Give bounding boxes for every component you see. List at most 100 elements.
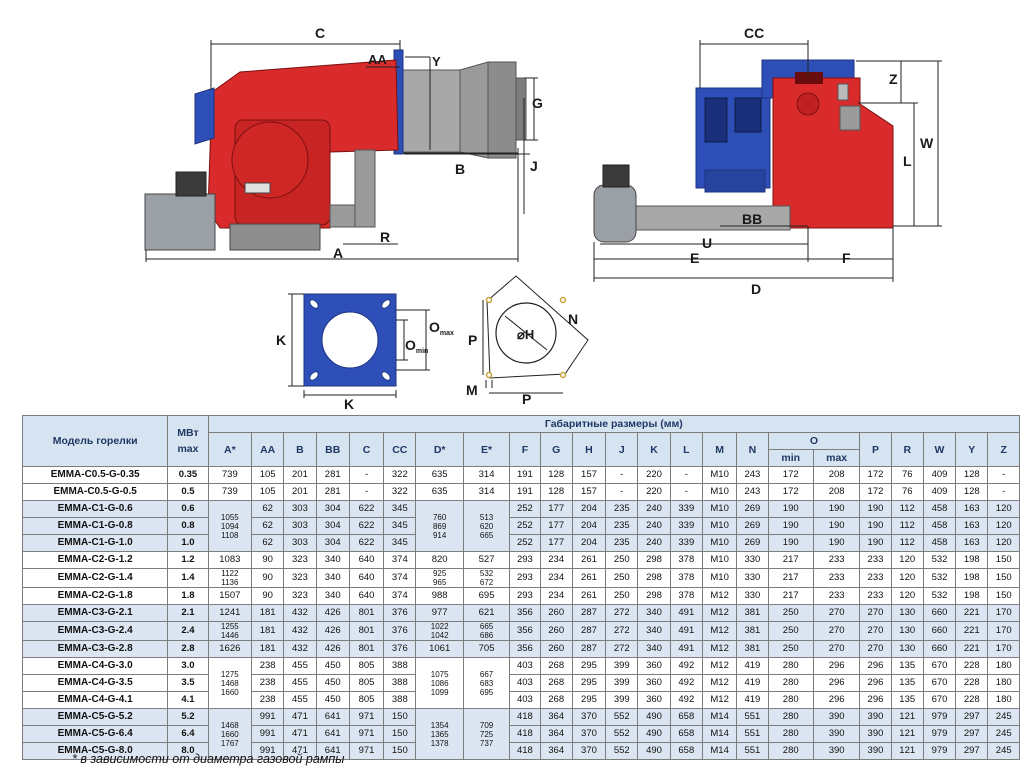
column-header: Y <box>955 432 989 467</box>
bolt-circle <box>495 302 557 364</box>
column-header: R <box>890 432 924 467</box>
table-cell: 471 <box>283 708 317 726</box>
table-cell: 204 <box>571 517 607 535</box>
dim-label-p-side: P <box>468 332 477 348</box>
table-cell: 322 <box>383 483 417 501</box>
table-cell: 172 <box>859 466 892 484</box>
table-cell: 450 <box>315 657 350 675</box>
table-cell: 281 <box>315 483 350 501</box>
table-cell: 90 <box>251 587 285 605</box>
table-cell: 330 <box>736 568 769 588</box>
table-cell: 112 <box>890 500 924 518</box>
table-cell: 181 <box>251 604 285 622</box>
table-cell: 552 <box>605 708 639 726</box>
dim-label-m: M <box>466 382 478 398</box>
table-cell: 150 <box>383 725 417 743</box>
table-cell: 261 <box>571 587 607 605</box>
dim-label-bb: BB <box>742 211 762 227</box>
column-header: P <box>859 432 892 467</box>
table-cell: 1.8 <box>167 587 209 605</box>
table-cell: - <box>987 466 1020 484</box>
table-cell: 234 <box>539 587 573 605</box>
table-cell: 280 <box>767 708 814 726</box>
dim-label-w: W <box>920 135 934 151</box>
table-cell: 304 <box>315 534 350 552</box>
dim-label-a: A <box>333 245 343 261</box>
table-cell: 240 <box>637 500 671 518</box>
burner-front-view: CC Z W L BB U E F D <box>593 25 942 297</box>
table-cell: 339 <box>669 517 703 535</box>
table-cell: 641 <box>315 742 350 760</box>
dim-label-f: F <box>842 250 851 266</box>
table-cell: 233 <box>859 568 892 588</box>
table-cell: 419 <box>736 674 769 692</box>
table-cell: EMMA-C1-G-0.6 <box>21 500 169 518</box>
table-cell: 418 <box>509 708 541 726</box>
column-header: D* <box>415 432 464 467</box>
table-cell: 805 <box>348 691 385 709</box>
table-cell: 455 <box>283 657 317 675</box>
table-cell: M14 <box>701 725 738 743</box>
table-cell: 245 <box>987 725 1020 743</box>
column-header: Z <box>987 432 1020 467</box>
o-max-header: max <box>812 449 861 467</box>
table-cell: 419 <box>736 657 769 675</box>
table-cell: 339 <box>669 500 703 518</box>
table-cell: 339 <box>669 534 703 552</box>
table-cell: 240 <box>637 517 671 535</box>
table-cell: 527 <box>462 551 511 569</box>
table-cell: 360 <box>637 691 671 709</box>
table-cell: 287 <box>571 604 607 622</box>
table-cell: 180 <box>987 691 1020 709</box>
table-cell: 988 <box>415 587 464 605</box>
table-cell: 622 <box>348 500 385 518</box>
table-cell: M10 <box>701 517 738 535</box>
dim-label-p-bottom: P <box>522 391 531 407</box>
table-cell: 296 <box>859 657 892 675</box>
bolt-pattern-outline <box>486 275 589 379</box>
table-cell: EMMA-C4-G-3.5 <box>21 674 169 692</box>
table-cell: - <box>348 466 385 484</box>
table-cell: 150 <box>987 551 1020 569</box>
table-cell: 490 <box>637 742 671 760</box>
table-cell: 297 <box>955 708 989 726</box>
table-cell: 345 <box>383 534 417 552</box>
table-cell: 220 <box>637 483 671 501</box>
table-cell: 296 <box>859 674 892 692</box>
table-cell: 221 <box>955 621 989 641</box>
table-cell: 172 <box>767 483 814 501</box>
table-cell: 260 <box>539 621 573 641</box>
table-cell: 272 <box>605 621 639 641</box>
table-cell: 399 <box>605 657 639 675</box>
table-cell: 8.0 <box>167 742 209 760</box>
table-cell: 0.5 <box>167 483 209 501</box>
table-cell: 163 <box>955 500 989 518</box>
table-cell: 190 <box>812 534 861 552</box>
table-cell: 5.2 <box>167 708 209 726</box>
column-header: BB <box>315 432 350 467</box>
table-cell: 360 <box>637 657 671 675</box>
table-cell: 76 <box>890 483 924 501</box>
table-cell: 426 <box>315 604 350 622</box>
table-cell: 120 <box>890 551 924 569</box>
table-cell: 381 <box>736 604 769 622</box>
table-cell: 705 <box>462 640 511 658</box>
table-cell: EMMA-C3-G-2.1 <box>21 604 169 622</box>
bolt-pattern-view: ⌀H N P P M <box>466 275 589 407</box>
dim-label-o-max: Omax <box>429 319 454 337</box>
table-cell: 177 <box>539 534 573 552</box>
table-cell: 303 <box>283 517 317 535</box>
dim-label-u: U <box>702 235 712 251</box>
table-cell: EMMA-C4-G-4.1 <box>21 691 169 709</box>
dim-label-r: R <box>380 229 390 245</box>
table-cell: 157 <box>571 483 607 501</box>
table-cell: - <box>605 483 639 501</box>
table-cell: 660 <box>922 621 957 641</box>
